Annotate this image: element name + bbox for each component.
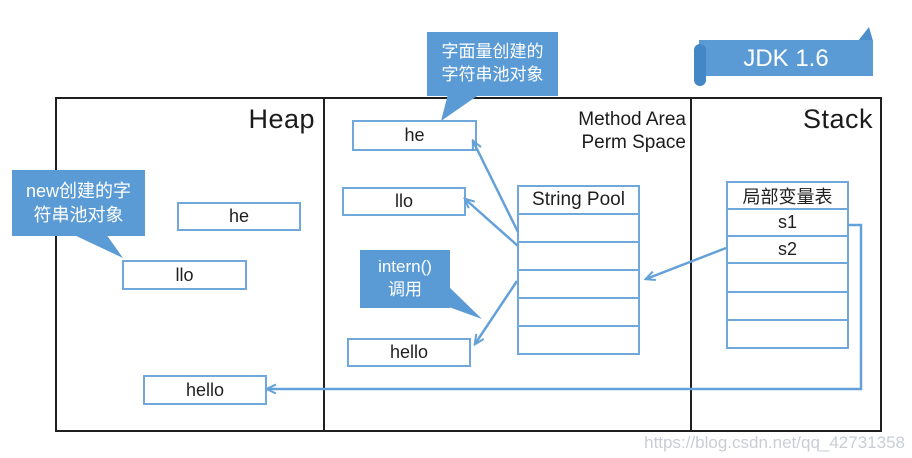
jdk-version-ribbon: JDK 1.6 [743, 45, 829, 72]
method-area-label-line1: Method Area [578, 109, 686, 130]
literal-callout-line1: 字面量创建的 [441, 42, 544, 62]
method-area-region-label: Method Area Perm Space [540, 108, 686, 154]
methodarea-stack-divider [690, 97, 692, 430]
method-area-label-line2: Perm Space [581, 132, 686, 153]
string-pool-empty-row [519, 327, 638, 353]
methodarea-string-hello: hello [347, 338, 471, 367]
intern-callout-line2: 调用 [388, 280, 422, 299]
local-variable-s2: s2 [728, 237, 847, 264]
string-pool-header: String Pool [519, 187, 638, 215]
methodarea-string-llo: llo [342, 187, 466, 216]
literal-callout-line2: 字符串池对象 [441, 65, 544, 84]
stack-region-label: Stack [802, 104, 873, 134]
new-string-callout: new创建的字 符串池对象 [12, 170, 145, 236]
local-variable-table: 局部变量表 s1 s2 [726, 181, 849, 349]
heap-string-llo: llo [122, 260, 247, 290]
csdn-watermark: https://blog.csdn.net/qq_42731358 [644, 433, 905, 452]
new-callout-line1: new创建的字 [25, 180, 132, 201]
local-variable-empty-row [728, 264, 847, 293]
string-pool-table: String Pool [517, 185, 640, 355]
local-variable-empty-row [728, 293, 847, 321]
methodarea-string-he: he [352, 120, 477, 151]
intern-call-callout: intern() 调用 [360, 250, 450, 308]
heap-string-hello: hello [143, 375, 267, 405]
string-pool-empty-row [519, 271, 638, 299]
heap-region-label: Heap [248, 104, 315, 134]
string-pool-empty-row [519, 215, 638, 243]
local-variable-table-header: 局部变量表 [728, 183, 847, 210]
intern-callout-line1: intern() [378, 257, 432, 277]
heap-methodarea-divider [323, 97, 325, 430]
literal-string-callout: 字面量创建的 字符串池对象 [427, 32, 558, 96]
string-pool-empty-row [519, 243, 638, 271]
local-variable-empty-row [728, 321, 847, 347]
string-pool-empty-row [519, 299, 638, 327]
heap-string-he: he [177, 202, 301, 231]
local-variable-s1: s1 [728, 210, 847, 237]
new-callout-line2: 符串池对象 [33, 205, 124, 225]
